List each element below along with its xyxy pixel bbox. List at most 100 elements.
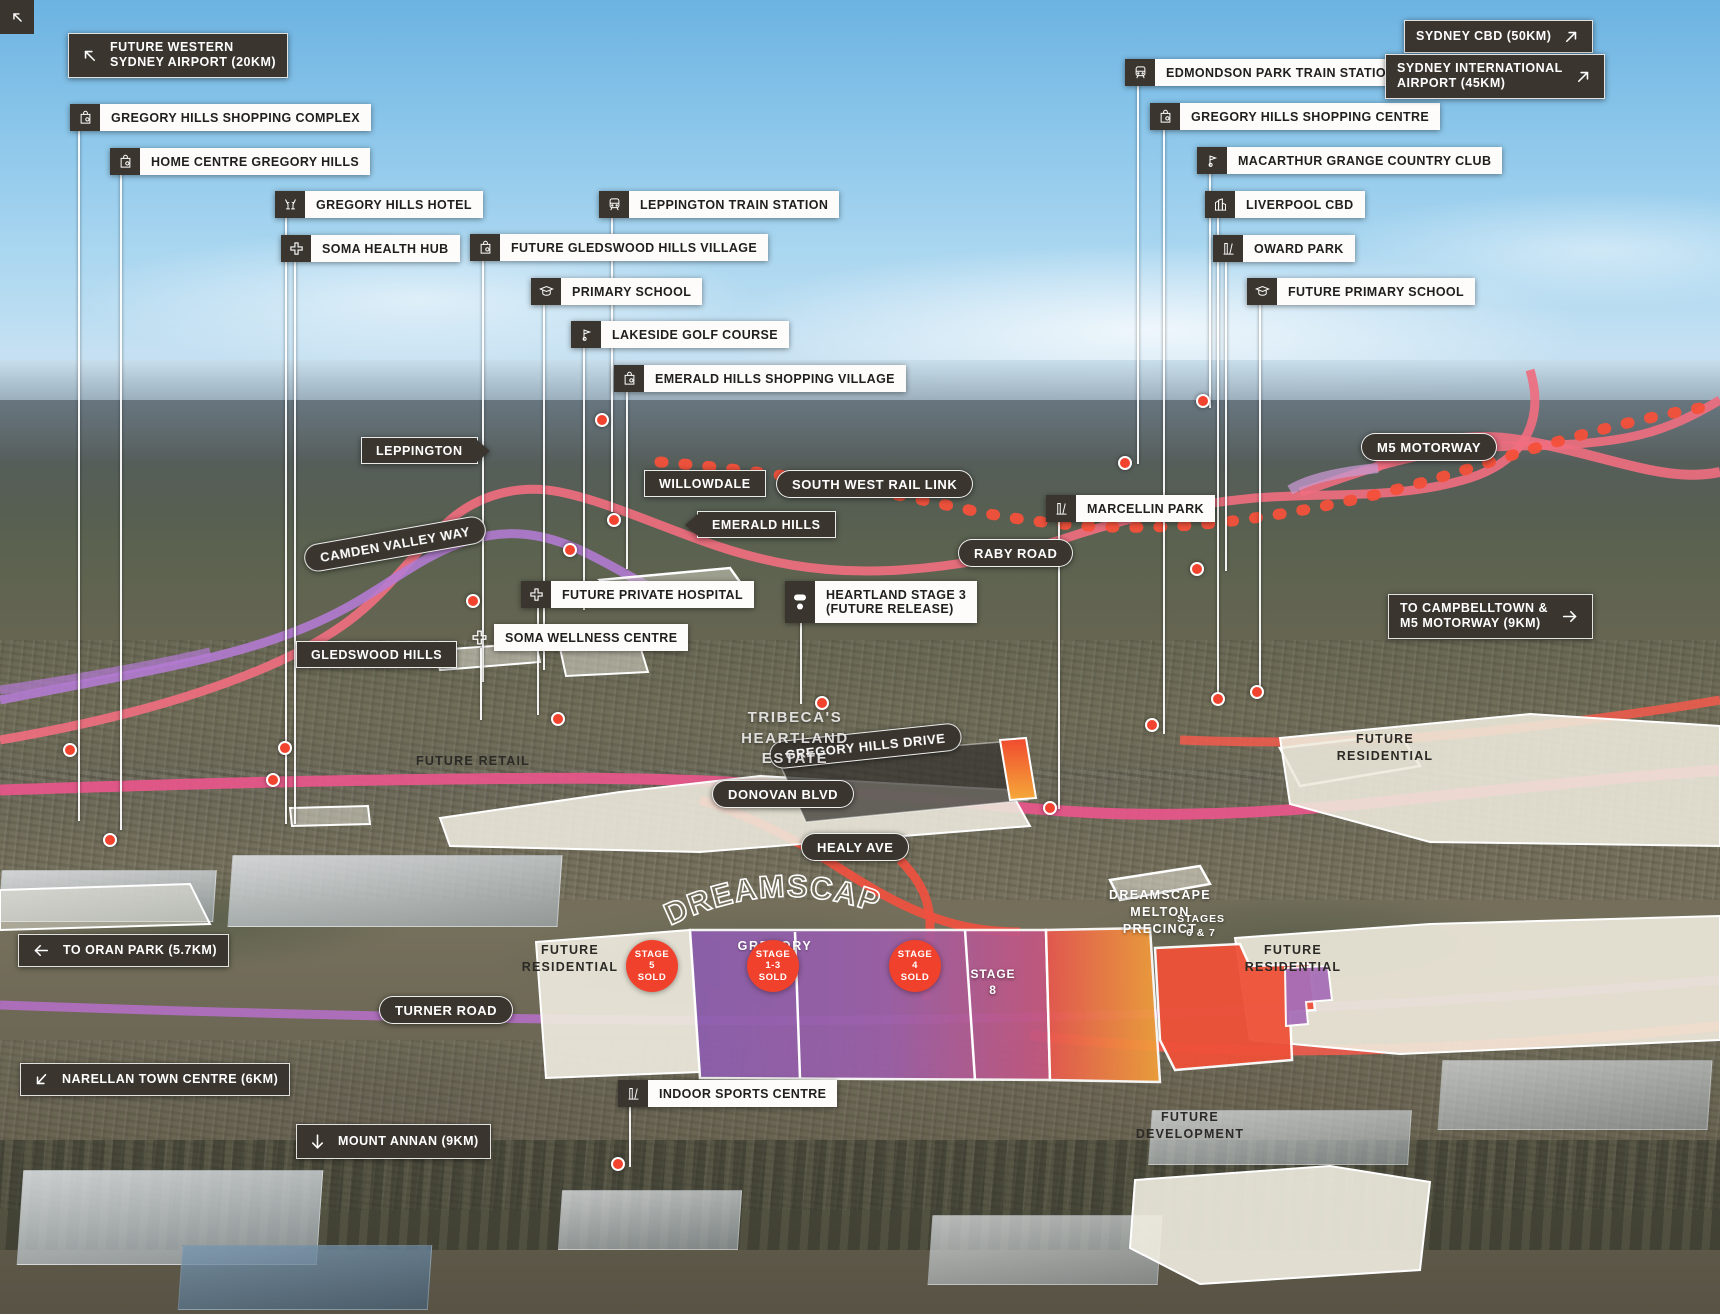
poi-oward-park[interactable]: OWARD PARK: [1213, 235, 1355, 263]
poi-label: HOME CENTRE GREGORY HILLS: [140, 148, 371, 176]
stage-line-3: SOLD: [758, 971, 788, 983]
leader-line: [294, 258, 296, 824]
poi-gregory-hills-hotel[interactable]: GREGORY HILLS HOTEL: [275, 191, 483, 219]
road-label-text: TURNER ROAD: [395, 1003, 498, 1018]
graduation-cap-icon: [1247, 278, 1277, 306]
poi-edmondson-park-train-station[interactable]: EDMONDSON PARK TRAIN STATION: [1125, 59, 1407, 87]
poi-liverpool-cbd[interactable]: LIVERPOOL CBD: [1205, 191, 1365, 219]
direction-sign-label: NARELLAN TOWN CENTRE (6KM): [62, 1071, 279, 1086]
place-tag-willowdale[interactable]: WILLOWDALE: [644, 470, 766, 497]
road-label-healy-ave[interactable]: HEALY AVE: [801, 833, 910, 861]
map-pin-dot: [63, 743, 77, 757]
arrow-up-right-icon: [1574, 67, 1593, 86]
direction-sign-mount-annan[interactable]: MOUNT ANNAN (9KM): [296, 1124, 491, 1159]
road-label-donovan-blvd[interactable]: DONOVAN BLVD: [712, 780, 855, 808]
poi-emerald-hills-shopping-village[interactable]: EMERALD HILLS SHOPPING VILLAGE: [614, 365, 906, 393]
poi-label: PRIMARY SCHOOL: [561, 278, 703, 306]
poi-soma-health-hub[interactable]: SOMA HEALTH HUB: [281, 235, 460, 263]
poi-gregory-hills-shopping-centre[interactable]: GREGORY HILLS SHOPPING CENTRE: [1150, 103, 1441, 131]
direction-sign-label: TO ORAN PARK (5.7KM): [63, 942, 217, 957]
land-lots-icon: [785, 581, 815, 623]
map-pin-dot: [611, 1157, 625, 1171]
direction-sign-sydney-cbd[interactable]: SYDNEY CBD (50KM): [1404, 20, 1594, 53]
poi-primary-school[interactable]: PRIMARY SCHOOL: [531, 278, 703, 306]
arrow-up-left-icon: [80, 46, 99, 65]
road-label-text: M5 MOTORWAY: [1377, 440, 1482, 455]
graduation-cap-icon: [531, 278, 561, 306]
poi-home-centre-gregory-hills[interactable]: HOME CENTRE GREGORY HILLS: [110, 148, 371, 176]
poi-label: MACARTHUR GRANGE COUNTRY CLUB: [1227, 147, 1503, 175]
map-pin-dot: [266, 773, 280, 787]
map-pin-dot: [815, 696, 829, 710]
map-pin-dot: [595, 413, 609, 427]
arrow-up-right-icon: [1562, 27, 1581, 46]
leader-line: [629, 1105, 631, 1167]
direction-sign-label: FUTURE WESTERN SYDNEY AIRPORT (20KM): [110, 40, 277, 70]
map-pin-dot: [103, 833, 117, 847]
poi-gregory-hills-shopping-complex[interactable]: GREGORY HILLS SHOPPING COMPLEX: [70, 104, 371, 132]
poi-heartland-stage-3[interactable]: HEARTLAND STAGE 3 (FUTURE RELEASE): [785, 581, 978, 623]
direction-sign-future-western-sydney-airport[interactable]: FUTURE WESTERN SYDNEY AIRPORT (20KM): [68, 33, 289, 78]
arrow-down-left-icon: [32, 1070, 51, 1089]
poi-label: EDMONDSON PARK TRAIN STATION: [1155, 59, 1407, 87]
poi-label: LAKESIDE GOLF COURSE: [601, 321, 789, 349]
leader-line: [480, 648, 482, 720]
leader-line: [482, 258, 484, 682]
place-tag-emerald-hills[interactable]: EMERALD HILLS: [685, 511, 836, 538]
direction-sign-narellan-town-centre[interactable]: NARELLAN TOWN CENTRE (6KM): [20, 1063, 291, 1096]
place-tag-leppington[interactable]: LEPPINGTON: [361, 437, 490, 464]
leader-line: [120, 172, 122, 830]
poi-future-gledswood-hills-village[interactable]: FUTURE GLEDSWOOD HILLS VILLAGE: [470, 234, 769, 262]
place-tag-label: WILLOWDALE: [659, 477, 751, 491]
poi-macarthur-grange-country-club[interactable]: MACARTHUR GRANGE COUNTRY CLUB: [1197, 147, 1503, 175]
arrow-down-icon: [308, 1131, 327, 1152]
place-tag-label: GLEDSWOOD HILLS: [311, 648, 443, 662]
shopping-bag-icon: [614, 365, 644, 393]
leader-line: [1137, 85, 1139, 464]
poi-future-private-hospital[interactable]: FUTURE PRIVATE HOSPITAL: [521, 581, 754, 609]
poi-indoor-sports-centre[interactable]: INDOOR SPORTS CENTRE: [618, 1080, 838, 1108]
map-pin-dot: [1211, 692, 1225, 706]
poi-soma-wellness-centre[interactable]: SOMA WELLNESS CENTRE: [464, 624, 689, 652]
poi-future-primary-school[interactable]: FUTURE PRIMARY SCHOOL: [1247, 278, 1476, 306]
road-label-turner-road[interactable]: TURNER ROAD: [379, 996, 514, 1024]
medical-cross-icon: [521, 581, 551, 609]
place-tag-gledswood-hills[interactable]: GLEDSWOOD HILLS: [296, 641, 458, 668]
poi-marcellin-park[interactable]: MARCELLIN PARK: [1046, 495, 1215, 523]
road-label-text: DONOVAN BLVD: [728, 787, 839, 802]
shopping-bag-icon: [70, 104, 100, 132]
stage-line-1: STAGE: [897, 948, 933, 960]
golf-icon: [1197, 147, 1227, 175]
leader-line: [78, 128, 80, 821]
stage-marker-stage-5[interactable]: STAGE 5 SOLD: [626, 940, 678, 992]
stage-line-3: SOLD: [900, 971, 930, 983]
leader-line: [537, 605, 539, 715]
place-tag-south-west-rail-link[interactable]: SOUTH WEST RAIL LINK: [776, 470, 974, 498]
map-pin-dot: [1145, 718, 1159, 732]
medical-cross-icon: [281, 235, 311, 263]
direction-sign-sydney-international-airport[interactable]: SYDNEY INTERNATIONAL AIRPORT (45KM): [1385, 54, 1605, 99]
direction-sign-to-oran-park[interactable]: TO ORAN PARK (5.7KM): [18, 934, 229, 967]
map-pin-dot: [466, 594, 480, 608]
map-pin-dot: [1250, 685, 1264, 699]
map-pin-dot: [1190, 562, 1204, 576]
leader-line: [800, 612, 802, 704]
poi-lakeside-golf-course[interactable]: LAKESIDE GOLF COURSE: [571, 321, 789, 349]
stage-line-1: STAGE: [634, 948, 670, 960]
road-label-raby-road[interactable]: RABY ROAD: [958, 539, 1074, 567]
direction-sign-to-campbelltown-m5[interactable]: TO CAMPBELLTOWN & M5 MOTORWAY (9KM): [1388, 594, 1594, 639]
map-pin-dot: [607, 513, 621, 527]
road-label-m5-motorway[interactable]: M5 MOTORWAY: [1361, 433, 1498, 461]
poi-label: EMERALD HILLS SHOPPING VILLAGE: [644, 365, 906, 393]
shopping-bag-icon: [110, 148, 140, 176]
leader-line: [1217, 215, 1219, 702]
park-icon: [618, 1080, 648, 1108]
poi-label: SOMA HEALTH HUB: [311, 235, 460, 263]
stage-marker-stage-1-3[interactable]: STAGE 1-3 SOLD: [747, 940, 799, 992]
stage-marker-stage-4[interactable]: STAGE 4 SOLD: [889, 940, 941, 992]
leader-line: [1163, 129, 1165, 734]
poi-leppington-train-station[interactable]: LEPPINGTON TRAIN STATION: [599, 191, 840, 219]
cheers-glasses-icon: [275, 191, 305, 219]
leader-line: [1209, 172, 1211, 408]
